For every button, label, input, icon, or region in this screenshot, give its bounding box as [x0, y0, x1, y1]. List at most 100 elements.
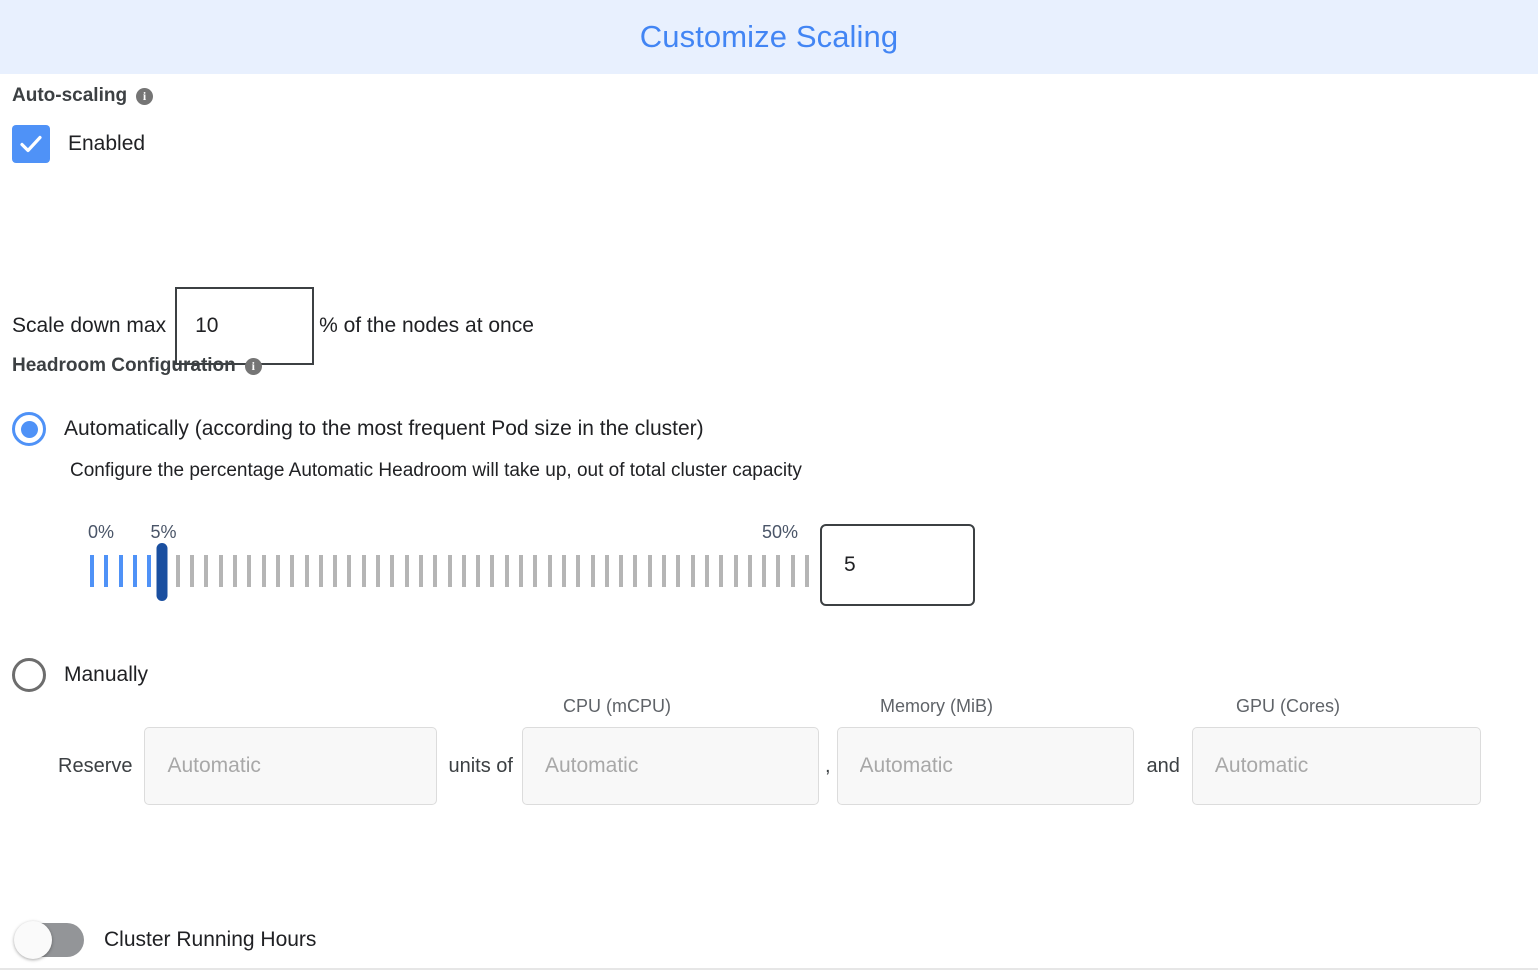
slider-tick[interactable]: [247, 555, 252, 587]
slider-tick[interactable]: [519, 555, 523, 587]
slider-tick[interactable]: [418, 555, 423, 587]
slider-tick[interactable]: [533, 555, 538, 587]
headroom-percentage-slider[interactable]: 0% 5% 50%: [12, 522, 1012, 606]
field-header-memory: Memory (MiB): [880, 696, 993, 716]
cluster-running-hours-toggle[interactable]: [14, 921, 84, 959]
dialog-body: Auto-scaling i Enabled Scale down max % …: [0, 74, 1538, 970]
scale-down-max-row: Scale down max % of the nodes at once: [12, 287, 534, 365]
checkmark-icon: [20, 135, 42, 153]
dialog-header: Customize Scaling: [0, 0, 1538, 74]
slider-current-label: 5%: [150, 522, 177, 542]
reserve-label: Reserve: [58, 754, 133, 777]
slider-tick[interactable]: [333, 555, 338, 587]
cluster-running-hours-row[interactable]: Cluster Running Hours: [14, 921, 317, 959]
enabled-label: Enabled: [68, 132, 146, 155]
radio-manually-label: Manually: [64, 663, 149, 686]
scale-down-max-input[interactable]: [175, 287, 315, 365]
slider-tick[interactable]: [318, 555, 323, 587]
toggle-knob: [14, 921, 52, 959]
slider-tick[interactable]: [490, 555, 495, 587]
slider-tick[interactable]: [576, 555, 581, 587]
slider-tick[interactable]: [132, 555, 137, 587]
auto-scaling-label: Auto-scaling: [12, 85, 128, 106]
section-heading-headroom-configuration: Headroom Configuration i: [12, 355, 262, 377]
slider-tick[interactable]: [290, 555, 295, 587]
enabled-checkbox[interactable]: [12, 125, 50, 163]
slider-tick[interactable]: [390, 555, 395, 587]
slider-thumb[interactable]: [156, 543, 167, 601]
slider-tick[interactable]: [433, 555, 438, 587]
slider-tick[interactable]: [604, 555, 609, 587]
reserve-cpu-input[interactable]: [521, 727, 819, 805]
reserve-memory-input[interactable]: [836, 727, 1134, 805]
headroom-automatic-help-text: Configure the percentage Automatic Headr…: [70, 460, 802, 481]
slider-tick[interactable]: [304, 555, 309, 587]
field-header-gpu: GPU (Cores): [1236, 696, 1341, 716]
radio-automatically[interactable]: [12, 412, 46, 446]
slider-tick[interactable]: [204, 555, 209, 587]
slider-tick[interactable]: [704, 555, 709, 587]
radio-dot: [20, 420, 38, 438]
slider-tick[interactable]: [762, 555, 767, 587]
slider-tick[interactable]: [690, 555, 695, 587]
headroom-percentage-input[interactable]: [820, 524, 975, 606]
slider-tick[interactable]: [805, 555, 809, 587]
slider-tick[interactable]: [361, 555, 366, 587]
slider-tick[interactable]: [676, 555, 681, 587]
radio-option-automatically[interactable]: Automatically (according to the most fre…: [12, 412, 704, 446]
section-heading-auto-scaling: Auto-scaling i: [12, 85, 154, 107]
slider-tick[interactable]: [233, 555, 237, 587]
slider-tick[interactable]: [719, 555, 724, 587]
slider-tick[interactable]: [190, 555, 195, 587]
enabled-checkbox-row[interactable]: Enabled: [12, 125, 145, 163]
slider-tick[interactable]: [118, 555, 123, 587]
slider-tick[interactable]: [662, 555, 666, 587]
slider-tick[interactable]: [776, 555, 781, 587]
reserve-units-input[interactable]: [144, 727, 438, 805]
scale-down-max-suffix: % of the nodes at once: [319, 314, 534, 337]
bottom-divider: [0, 968, 1538, 970]
info-icon[interactable]: i: [136, 87, 154, 105]
reserve-row: Reserve units of , and: [58, 727, 1481, 805]
headroom-configuration-label: Headroom Configuration: [12, 355, 236, 376]
slider-tick[interactable]: [790, 555, 795, 587]
slider-tick[interactable]: [476, 555, 481, 587]
slider-track[interactable]: [12, 543, 1012, 601]
slider-tick[interactable]: [504, 555, 509, 587]
slider-tick[interactable]: [261, 555, 266, 587]
slider-tick[interactable]: [347, 555, 352, 587]
slider-tick[interactable]: [147, 555, 152, 587]
page-title: Customize Scaling: [639, 19, 899, 54]
slider-tick[interactable]: [376, 555, 380, 587]
slider-tick[interactable]: [733, 555, 738, 587]
slider-tick[interactable]: [404, 555, 409, 587]
slider-tick[interactable]: [461, 555, 466, 587]
radio-option-manually[interactable]: Manually: [12, 658, 148, 692]
and-separator: and: [1146, 754, 1180, 777]
slider-tick[interactable]: [547, 555, 552, 587]
slider-tick[interactable]: [104, 555, 109, 587]
info-icon[interactable]: i: [244, 357, 262, 375]
slider-scale-labels: 0% 5% 50%: [12, 522, 1012, 548]
field-header-cpu: CPU (mCPU): [563, 696, 671, 716]
radio-manually[interactable]: [12, 658, 46, 692]
cluster-running-hours-label: Cluster Running Hours: [104, 928, 317, 951]
slider-max-label: 50%: [761, 522, 799, 542]
slider-tick[interactable]: [647, 555, 652, 587]
slider-tick[interactable]: [747, 555, 752, 587]
slider-tick[interactable]: [561, 555, 566, 587]
scale-down-max-label: Scale down max: [12, 314, 167, 337]
slider-tick[interactable]: [619, 555, 624, 587]
slider-tick[interactable]: [275, 555, 280, 587]
reserve-gpu-input[interactable]: [1191, 727, 1481, 805]
slider-tick[interactable]: [175, 555, 180, 587]
slider-tick[interactable]: [447, 555, 452, 587]
slider-tick[interactable]: [590, 555, 595, 587]
slider-tick[interactable]: [633, 555, 638, 587]
units-of-label: units of: [448, 754, 513, 777]
radio-automatically-label: Automatically (according to the most fre…: [64, 417, 704, 440]
slider-tick[interactable]: [90, 555, 94, 587]
slider-min-label: 0%: [87, 522, 115, 542]
comma-separator: ,: [824, 754, 831, 777]
slider-tick[interactable]: [218, 555, 223, 587]
